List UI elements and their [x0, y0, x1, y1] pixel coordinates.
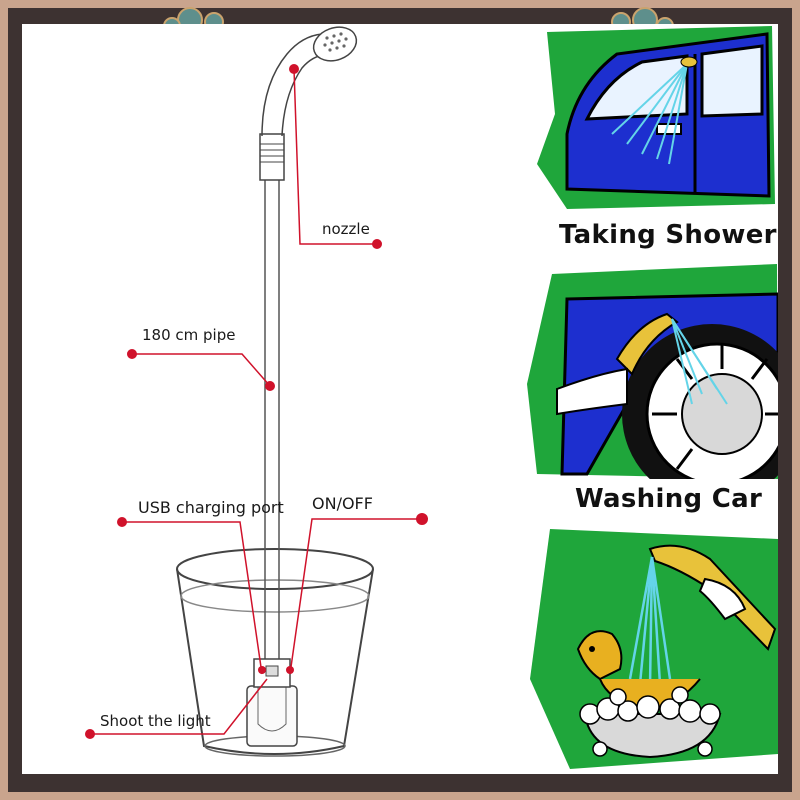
- use-panel-dog-bath: [530, 529, 778, 774]
- use-panel-shower: Taking Shower: [537, 24, 778, 274]
- callout-on-off: ON/OFF: [312, 494, 373, 513]
- dog-bath-illustration: [530, 529, 778, 769]
- callout-lines: [90, 68, 422, 735]
- use-panel-car-wash: Washing Car: [527, 264, 778, 524]
- shower-diagram: [85, 26, 428, 757]
- callout-nozzle: nozzle: [322, 220, 370, 238]
- callout-usb-port: USB charging port: [138, 498, 284, 517]
- shower-head: [261, 26, 358, 137]
- pipe: [259, 133, 285, 674]
- callout-shoot-light: Shoot the light: [100, 712, 211, 730]
- car-shower-illustration: [537, 26, 775, 209]
- callout-dots: [85, 64, 428, 739]
- caption-washing-car: Washing Car: [575, 484, 763, 514]
- car-wheel-wash-illustration: [527, 264, 778, 504]
- callout-pipe: 180 cm pipe: [142, 326, 236, 344]
- content-canvas: nozzle 180 cm pipe USB charging port ON/…: [22, 24, 778, 774]
- pump-unit: [246, 658, 298, 747]
- caption-taking-shower: Taking Shower: [559, 220, 777, 250]
